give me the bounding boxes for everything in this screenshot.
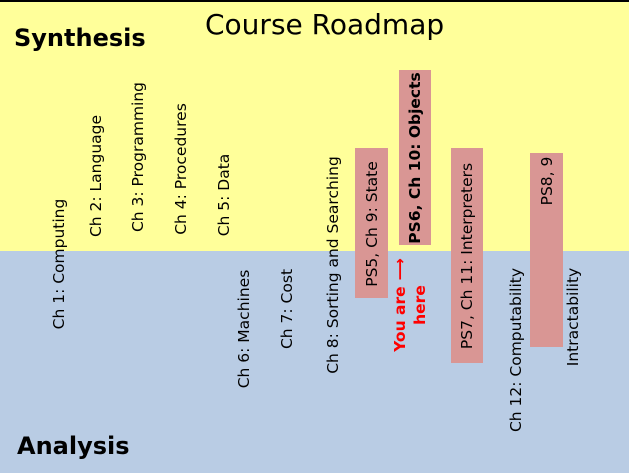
analysis-band — [0, 251, 629, 473]
ps7-ch11-box — [451, 148, 483, 363]
ps5-ch9-box — [355, 148, 388, 298]
ps8-9-box — [530, 153, 563, 347]
chapter-9-label: PS5, Ch 9: State — [363, 161, 381, 287]
here-text: here — [411, 285, 429, 325]
slide-title: Course Roadmap — [205, 8, 445, 41]
synthesis-label: Synthesis — [14, 24, 146, 52]
top-rule — [0, 0, 629, 2]
ps8-9-label: PS8, 9 — [538, 156, 556, 206]
synthesis-band — [0, 0, 629, 251]
chapter-8-label: Ch 8: Sorting and Searching — [324, 156, 342, 374]
chapter-11-label: PS7, Ch 11: Interpreters — [458, 162, 476, 350]
ps6-ch10-box — [399, 70, 431, 245]
you-are-here-text: You are — [391, 286, 409, 352]
chapter-12-label: Ch 12: Computability — [507, 267, 525, 433]
intractability-label: Intractability — [564, 267, 582, 367]
chapter-2-label: Ch 2: Language — [87, 114, 105, 238]
chapter-10-label: PS6, Ch 10: Objects — [406, 72, 424, 244]
chapter-5-label: Ch 5: Data — [215, 153, 233, 237]
analysis-label: Analysis — [17, 432, 130, 460]
chapter-1-label: Ch 1: Computing — [50, 198, 68, 330]
chapter-4-label: Ch 4: Procedures — [172, 103, 190, 235]
right-arrow-icon: ⟶ — [391, 258, 409, 281]
chapter-3-label: Ch 3: Programming — [129, 81, 147, 233]
chapter-6-label: Ch 6: Machines — [235, 269, 253, 389]
you-are-here-marker: You are ⟶ here — [390, 258, 430, 352]
chapter-7-label: Ch 7: Cost — [278, 268, 296, 350]
